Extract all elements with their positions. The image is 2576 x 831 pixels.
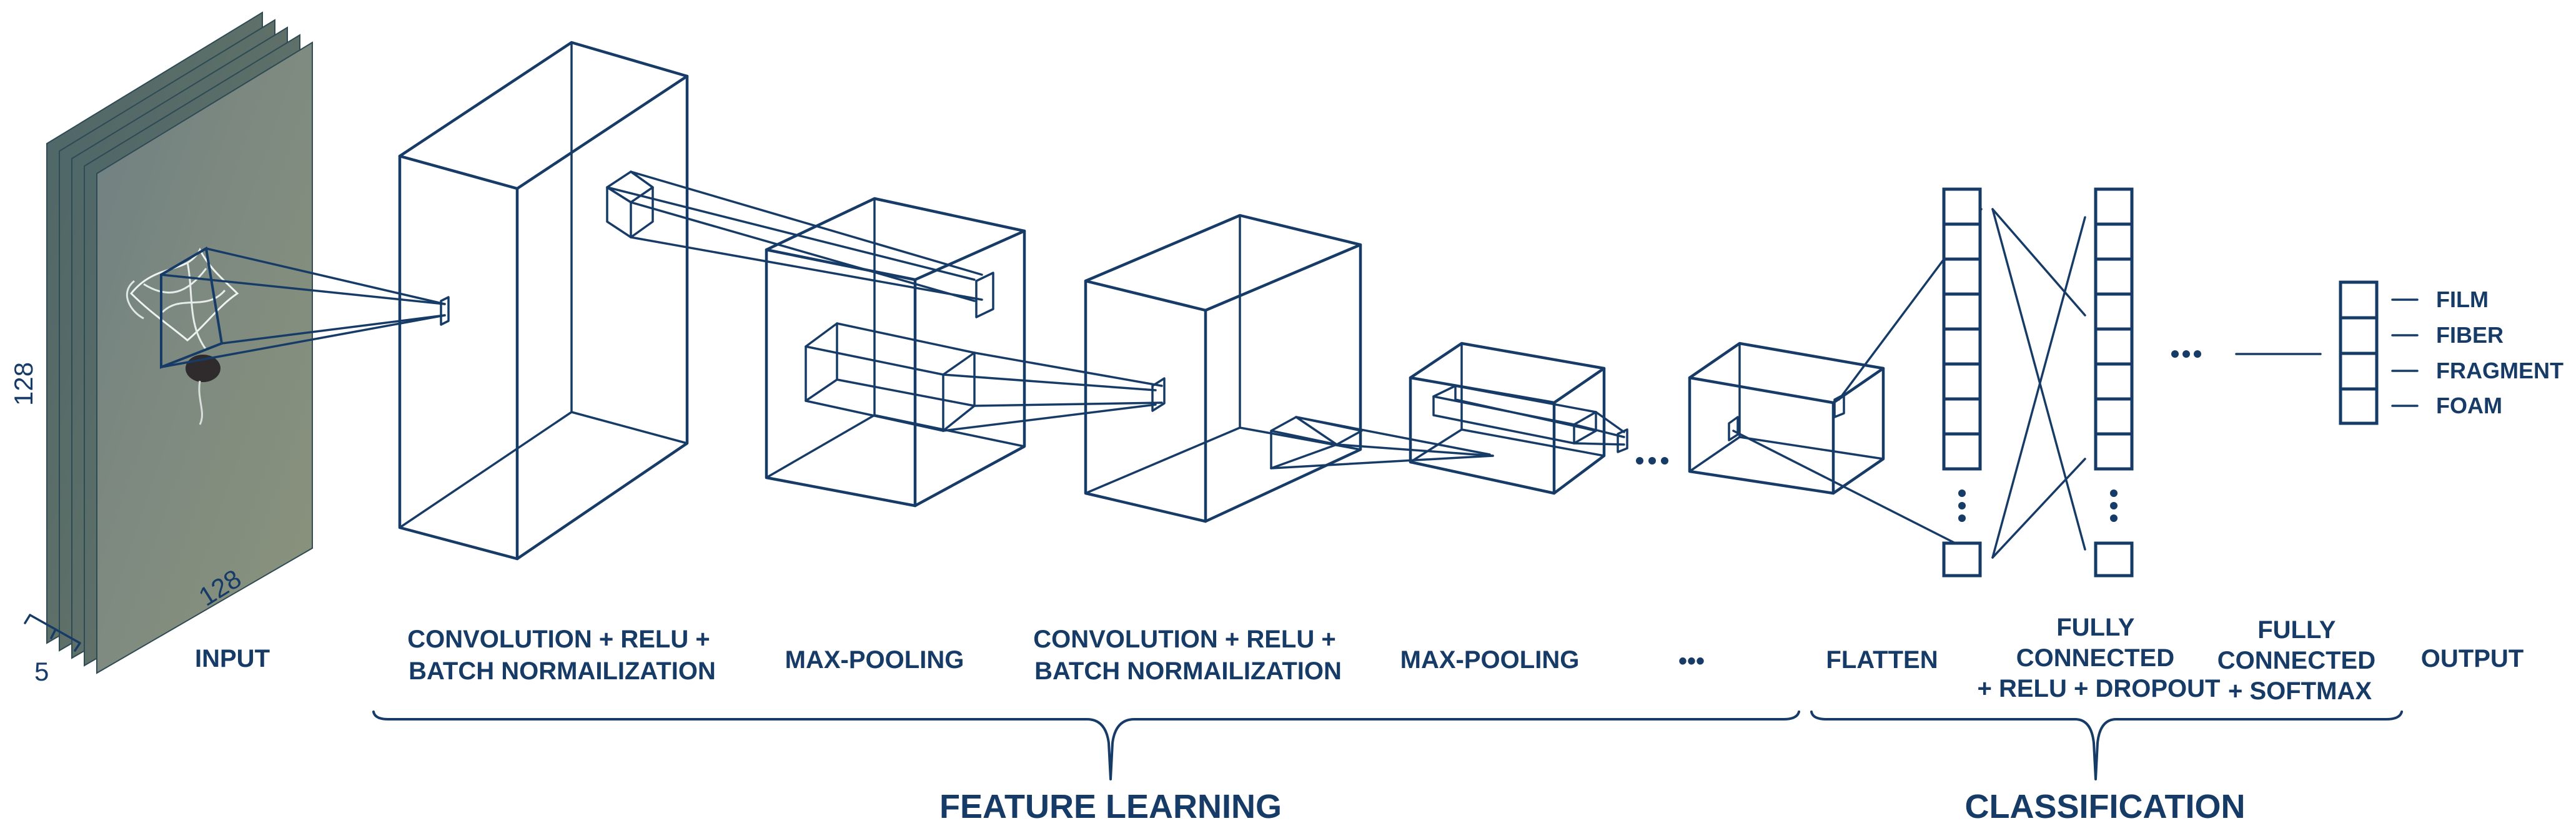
stage-label-conv1-line1: CONVOLUTION + RELU +: [407, 626, 710, 653]
stage-label-pool2: MAX-POOLING: [1400, 646, 1580, 674]
stage-label-fc1-line1: FULLY: [2056, 614, 2135, 641]
flatten-column: [1942, 187, 1982, 578]
input-height-label: 128: [9, 362, 38, 406]
channel-dimension-marker: [24, 614, 81, 652]
stage-label-conv2-line2: BATCH NORMAILIZATION: [1034, 657, 1342, 685]
ellipsis-dots-upper: [1636, 457, 1668, 465]
stage-label-fc2-line2: CONNECTED: [2217, 647, 2375, 674]
stage-label-conv2: CONVOLUTION + RELU + BATCH NORMAILIZATIO…: [1033, 626, 1343, 685]
pool1-volume: [765, 197, 1163, 508]
stage-label-pool1: MAX-POOLING: [785, 646, 964, 674]
input-channels-label: 5: [34, 657, 49, 686]
output-column: [2339, 280, 2419, 425]
stage-label-output: OUTPUT: [2421, 645, 2524, 672]
ellipsis-dots-fc: [2171, 350, 2201, 358]
last-feature-volume: [1688, 208, 1983, 551]
stage-label-conv1: CONVOLUTION + RELU + BATCH NORMAILIZATIO…: [407, 626, 717, 685]
feature-learning-brace: [372, 711, 1800, 780]
output-class-foam: FOAM: [2436, 393, 2502, 418]
stage-label-flatten: FLATTEN: [1826, 646, 1938, 674]
fc-connections: [1991, 208, 2086, 559]
fc1-column: [2094, 187, 2134, 578]
section-label-feature-learning: FEATURE LEARNING: [939, 788, 1282, 825]
conv1-volume: [398, 41, 983, 561]
output-class-fiber: FIBER: [2436, 322, 2504, 348]
stage-label-ellipsis: •••: [1678, 647, 1705, 675]
stage-label-fc1: FULLY CONNECTED + RELU + DROPOUT: [1978, 614, 2221, 702]
stage-label-conv1-line2: BATCH NORMAILIZATION: [409, 657, 716, 685]
conv2-volume: [1084, 214, 1494, 523]
stage-label-fc2-line1: FULLY: [2257, 616, 2336, 644]
stage-label-conv2-line1: CONVOLUTION + RELU +: [1033, 626, 1336, 653]
stage-label-fc2-line3: + SOFTMAX: [2228, 677, 2372, 705]
stage-label-input: INPUT: [195, 645, 270, 672]
input-image-stack: [46, 11, 450, 674]
output-class-fragment: FRAGMENT: [2436, 358, 2564, 383]
output-class-film: FILM: [2436, 287, 2489, 312]
pool2-volume: [1409, 342, 1628, 495]
stage-label-fc2: FULLY CONNECTED + SOFTMAX: [2217, 616, 2382, 705]
stage-label-fc1-line2: CONNECTED: [2016, 644, 2174, 672]
section-label-classification: CLASSIFICATION: [1965, 788, 2246, 825]
stage-label-fc1-line3: + RELU + DROPOUT: [1978, 675, 2221, 702]
classification-brace: [1810, 711, 2403, 780]
